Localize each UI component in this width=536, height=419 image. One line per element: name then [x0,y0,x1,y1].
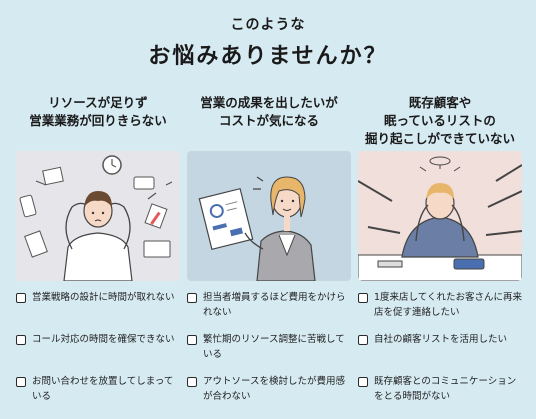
checkbox-icon [358,293,368,303]
stressed-man-at-desk-illustration [358,151,522,281]
list-item: 既存顧客とのコミュニケーションをとる時間がない [358,374,522,416]
checkbox-icon [16,377,26,387]
list-item: 営業戦略の設計に時間が取れない [16,290,180,332]
item-text: 営業戦略の設計に時間が取れない [32,292,175,303]
woman-with-report-illustration [187,151,351,281]
heading-line: 掘り起こしができていない [364,131,515,146]
item-text: 担当者増員するほど費用をかけられない [203,292,346,318]
heading-line: リソースが足りず [48,95,148,110]
checkbox-icon [358,335,368,345]
list-item: 1度来店してくれたお客さんに再来店を促す連絡したい [358,290,522,332]
list-item: コール対応の時間を確保できない [16,332,180,374]
problem-column-cost: 営業の成果を出したいが コストが気になる [187,94,351,402]
page-title: お悩みありませんか？ [148,44,388,69]
item-text: 既存顧客とのコミュニケーションをとる時間がない [374,376,517,402]
item-text: アウトソースを検討したが費用感が合わない [203,376,346,402]
column-heading: 既存顧客や 眠っているリストの 掘り起こしができていない [358,94,522,148]
checkbox-icon [187,293,197,303]
heading-line: 営業の成果を出したいが [200,95,338,110]
heading-line: 営業業務が回りきらない [29,113,167,128]
item-text: 自社の顧客リストを活用したい [374,334,508,345]
overwhelmed-worker-illustration [16,151,180,281]
problem-column-resources: リソースが足りず 営業業務が回りきらない [16,94,180,402]
column-heading: 営業の成果を出したいが コストが気になる [187,94,351,148]
item-text: コール対応の時間を確保できない [32,334,175,345]
list-item: 繁忙期のリソース調整に苦戦している [187,332,351,374]
list-item: アウトソースを検討したが費用感が合わない [187,374,351,416]
heading-line: コストが気になる [218,113,319,128]
list-item: 担当者増員するほど費用をかけられない [187,290,351,332]
heading-line: 既存顧客や [408,95,472,110]
heading-line: 眠っているリストの [384,113,496,128]
column-heading: リソースが足りず 営業業務が回りきらない [16,94,180,148]
intro-text: このような [230,17,306,33]
item-text: 繁忙期のリソース調整に苦戦している [203,334,345,360]
checkbox-icon [358,377,368,387]
item-text: 1度来店してくれたお客さんに再来店を促す連絡したい [374,292,522,318]
list-item: お問い合わせを放置してしまっている [16,374,180,416]
checkbox-icon [16,293,26,303]
list-item: 自社の顧客リストを活用したい [358,332,522,374]
checklist: 担当者増員するほど費用をかけられない 繁忙期のリソース調整に苦戦している アウト… [187,290,351,416]
checkbox-icon [187,377,197,387]
item-text: お問い合わせを放置してしまっている [32,376,174,402]
checklist: 1度来店してくれたお客さんに再来店を促す連絡したい 自社の顧客リストを活用したい… [358,290,522,416]
checkbox-icon [187,335,197,345]
checkbox-icon [16,335,26,345]
checklist: 営業戦略の設計に時間が取れない コール対応の時間を確保できない お問い合わせを放… [16,290,180,416]
problem-column-existing-customers: 既存顧客や 眠っているリストの 掘り起こしができていない [358,94,522,402]
